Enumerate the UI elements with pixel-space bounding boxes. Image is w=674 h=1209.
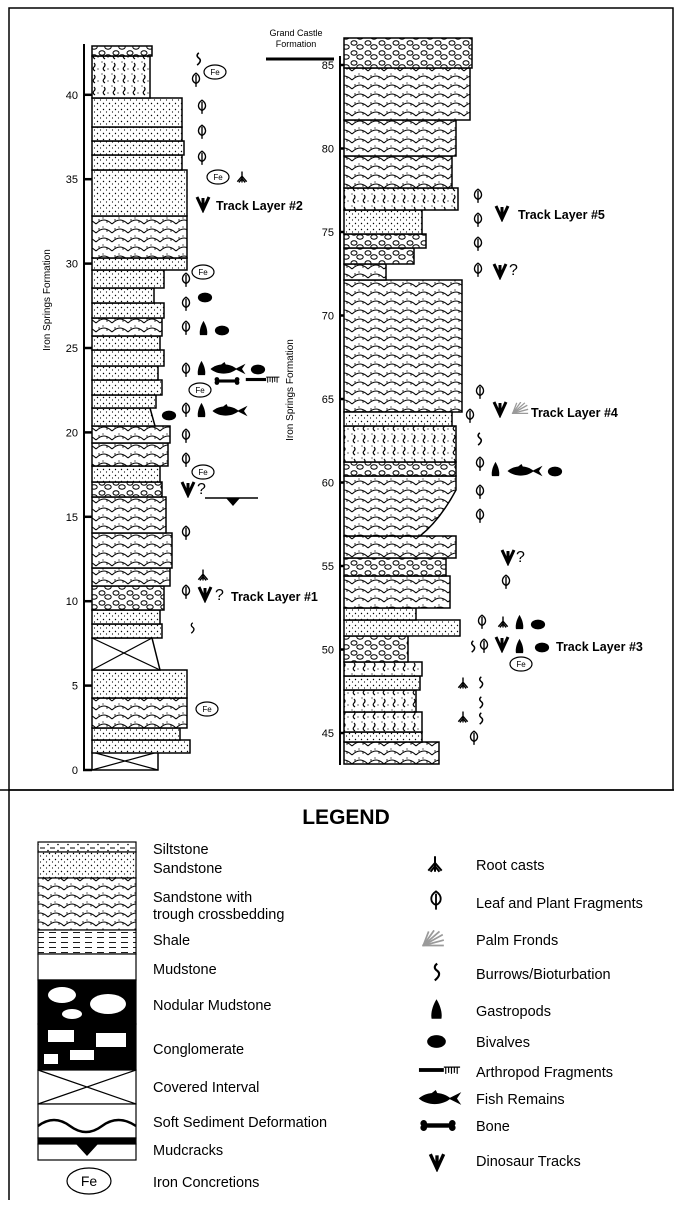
burrow-icon [435, 964, 439, 981]
legend-title: LEGEND [302, 806, 390, 829]
svg-text:Fe: Fe [198, 268, 208, 277]
axis-tick-label: 45 [322, 728, 334, 740]
svg-text:Fe: Fe [81, 1173, 98, 1189]
legend-label-arthropod: Arthropod Fragments [476, 1065, 613, 1081]
legend-label-gastropods: Gastropods [476, 1004, 551, 1020]
palm-frond-icon [512, 402, 528, 413]
legend-label-conglomerate: Conglomerate [153, 1042, 244, 1058]
track-layer-3-label: Track Layer #3 [556, 640, 643, 654]
legend-label-covered-interval: Covered Interval [153, 1080, 259, 1096]
track-layer-1-label: Track Layer #1 [231, 590, 318, 604]
axis-tick-label: 0 [72, 765, 78, 777]
palm-frond-icon [422, 930, 444, 945]
axis-tick-label: 5 [72, 681, 78, 693]
axis-tick-label: 50 [322, 645, 334, 657]
legend-label-palm: Palm Fronds [476, 933, 558, 949]
legend-label-siltstone: Siltstone [153, 842, 209, 858]
legend-label-nodular-mudstone: Nodular Mudstone [153, 998, 272, 1014]
left-formation-label: Iron Springs Formation [42, 249, 53, 351]
svg-text:Fe: Fe [516, 660, 526, 669]
right-formation-label: Iron Springs Formation [285, 339, 296, 441]
root-cast-icon [428, 856, 441, 872]
axis-tick-label: 15 [66, 512, 78, 524]
axis-tick-label: 55 [322, 561, 334, 573]
leaf-icon [431, 891, 440, 909]
legend-label-dinosaur-tracks: Dinosaur Tracks [476, 1154, 581, 1170]
track-layer-2-label: Track Layer #2 [216, 199, 303, 213]
axis-tick-label: 60 [322, 478, 334, 490]
legend-label-burrows: Burrows/Bioturbation [476, 967, 611, 983]
svg-text:Fe: Fe [202, 705, 212, 714]
axis-tick-label: 25 [66, 343, 78, 355]
svg-text:Fe: Fe [213, 173, 223, 182]
axis-tick-label: 85 [322, 60, 334, 72]
legend-label-mudstone: Mudstone [153, 962, 217, 978]
legend-label-bivalves: Bivalves [476, 1035, 530, 1051]
bone-icon [420, 1120, 455, 1131]
legend-label-shale: Shale [153, 933, 190, 949]
right-section-column: 45 50 55 60 65 70 75 80 85 Iron Springs Formatio… [266, 28, 643, 765]
legend-label-mudcracks: Mudcracks [153, 1143, 223, 1159]
gastropod-icon [431, 999, 441, 1019]
axis-tick-label: 20 [66, 427, 78, 439]
legend-label-root-casts: Root casts [476, 858, 545, 874]
legend-label-crossbedding-line2: trough crossbedding [153, 907, 284, 923]
axis-tick-label: 80 [322, 144, 334, 156]
svg-text:?: ? [197, 481, 206, 498]
svg-text:Fe: Fe [210, 68, 220, 77]
legend-label-soft-sediment: Soft Sediment Deformation [153, 1115, 327, 1131]
legend-label-bone: Bone [476, 1119, 510, 1135]
track-layer-5-label: Track Layer #5 [518, 208, 605, 222]
bivalve-icon [427, 1035, 446, 1048]
svg-text:?: ? [516, 549, 525, 566]
axis-tick-label: 70 [322, 311, 334, 323]
grand-castle-label-line2: Formation [276, 39, 317, 49]
track-icon [197, 197, 209, 210]
legend-lithology-column: Fe [38, 842, 136, 1194]
arthropod-icon [419, 1067, 460, 1074]
svg-text:Fe: Fe [198, 468, 208, 477]
left-section-column: 0 5 10 15 20 25 30 35 40 Iron Springs Formation [42, 44, 318, 777]
track-icon [430, 1154, 443, 1168]
axis-tick-label: 35 [66, 174, 78, 186]
svg-text:Fe: Fe [195, 386, 205, 395]
legend-label-iron-concretions: Iron Concretions [153, 1175, 259, 1191]
track-layer-4-label: Track Layer #4 [531, 406, 618, 420]
axis-tick-label: 30 [66, 259, 78, 271]
axis-tick-label: 40 [66, 90, 78, 102]
legend-label-sandstone: Sandstone [153, 861, 222, 877]
axis-tick-label: 75 [322, 227, 334, 239]
axis-tick-label: 10 [66, 596, 78, 608]
legend-label-crossbedding-line1: Sandstone with [153, 890, 252, 906]
svg-text:?: ? [509, 262, 518, 279]
fish-icon [419, 1090, 462, 1105]
legend-label-fish: Fish Remains [476, 1092, 565, 1108]
legend-panel: LEGEND Fe [38, 806, 643, 1194]
legend-label-leaf: Leaf and Plant Fragments [476, 896, 643, 912]
grand-castle-label-line1: Grand Castle [269, 28, 322, 38]
axis-tick-label: 65 [322, 394, 334, 406]
svg-text:?: ? [215, 587, 224, 604]
